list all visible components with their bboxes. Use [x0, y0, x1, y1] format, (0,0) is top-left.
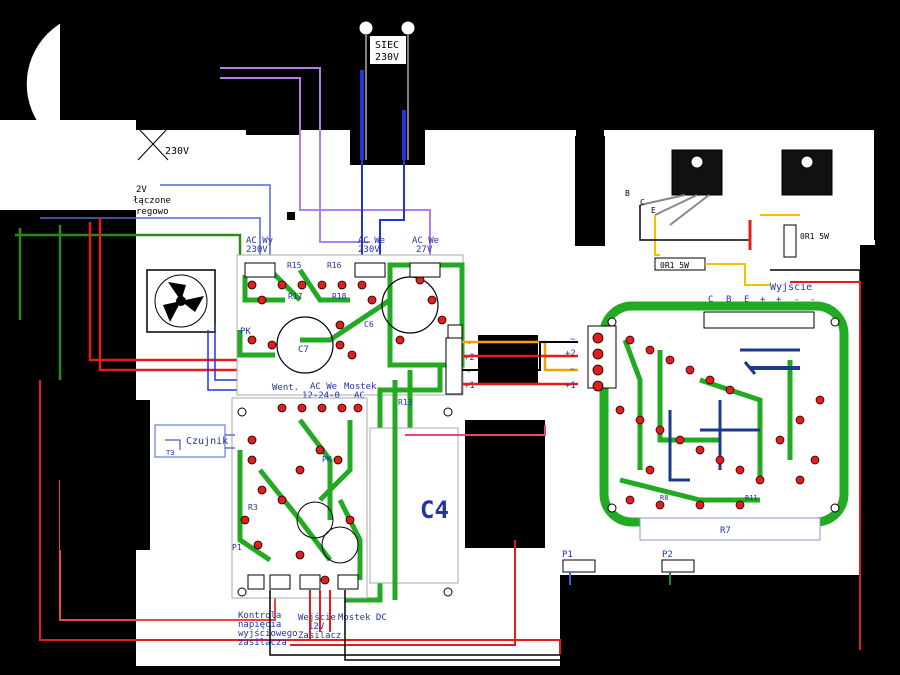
right-in-ac2: ~ — [570, 365, 576, 375]
wejscie-line3: Zasilacz — [298, 631, 341, 641]
wyjscie-label: Wyjście — [770, 281, 812, 293]
pk-label: PK — [240, 327, 251, 337]
mostek-ac-label: AC — [354, 391, 365, 401]
ac-we-label: AC We — [358, 236, 385, 246]
pin-plus2: + — [776, 295, 782, 305]
left-out-plus1: +1 — [464, 381, 475, 391]
kontrola-line4: zasilacza — [238, 638, 287, 648]
kontrola-line3: wyjściowego — [238, 628, 298, 639]
ac-we-12-label: AC We — [310, 382, 337, 392]
p1-label: P1 — [562, 550, 573, 560]
mostek-dc-label: Mostek DC — [338, 613, 387, 623]
pin-c: C — [708, 295, 713, 305]
ac-we-12-voltage: 12-24-0 — [302, 391, 340, 401]
kontrola-line2: napięcia — [238, 620, 281, 630]
ac-we27-label: AC We — [412, 236, 439, 246]
c4-label: C4 — [420, 496, 449, 524]
r7-label: R7 — [720, 526, 731, 536]
left-out-minus: - — [466, 367, 471, 377]
wejscie-line1: Wejście — [298, 612, 336, 623]
mains-terminal-right — [400, 20, 416, 36]
r13-label: R13 — [398, 398, 413, 407]
p1-main-label: P1 — [232, 543, 242, 552]
c6-label: C6 — [364, 320, 374, 329]
right-in-plus2: +2 — [565, 349, 576, 359]
sensor-t3: T3 — [166, 449, 174, 457]
pin-plus1: + — [760, 295, 766, 305]
ac-wy-voltage: 230V — [246, 245, 268, 255]
pin-b: B — [726, 295, 731, 305]
r16-label: R16 — [327, 261, 342, 270]
ac-we-voltage: 230V — [358, 245, 380, 255]
right-in-plus1: +1 — [565, 381, 576, 391]
pin-e: E — [744, 295, 749, 305]
r3-label: R3 — [248, 503, 258, 512]
transistor-c: C — [640, 198, 645, 207]
p2-connector — [661, 559, 695, 573]
left-out-ac: ~ — [466, 339, 472, 349]
transistor-e: E — [651, 206, 656, 215]
left-out-plus2: +2 — [464, 353, 475, 363]
mains-terminal-left — [358, 20, 374, 36]
pk2-label: PK — [322, 455, 332, 464]
p1-connector — [562, 559, 596, 573]
r15-label: R15 — [287, 261, 302, 270]
sensor-box — [154, 424, 226, 458]
mostek-label: Mostek — [344, 382, 377, 392]
resistor-0r1-a-label: 0R1 5W — [660, 261, 689, 270]
transformer-voltage: 230V — [165, 146, 189, 157]
wejscie-line2: 12V — [308, 622, 325, 632]
r11-label: R11 — [745, 494, 758, 502]
transistor-b: B — [625, 189, 630, 198]
ac-wy-label: AC Wy — [246, 236, 274, 246]
kontrola-line1: Kontrola — [238, 611, 281, 621]
pin-minus2: - — [810, 295, 815, 305]
right-in-ac: ~ — [570, 335, 576, 345]
label-laczone: łączone — [133, 196, 171, 206]
r8-label: R8 — [660, 494, 668, 502]
mains-label: SIEC — [375, 40, 399, 51]
sensor-label: Czujnik — [186, 436, 228, 447]
went-label: Went. — [272, 383, 299, 393]
label-2v: 2V — [136, 185, 147, 195]
label-regowo: regowo — [136, 207, 169, 217]
c7-label: C7 — [298, 345, 309, 355]
control-pcb — [231, 397, 368, 599]
pin-minus1: - — [794, 295, 799, 305]
resistor-0r1-b-label: 0R1 5W — [800, 232, 829, 241]
r18-label: R18 — [332, 292, 347, 301]
r17-label: R17 — [288, 292, 303, 301]
ac-we27-voltage: 27V — [416, 245, 433, 255]
mains-voltage: 230V — [375, 52, 399, 63]
resistor-0r1-b — [783, 224, 797, 258]
p2-label: P2 — [662, 550, 673, 560]
